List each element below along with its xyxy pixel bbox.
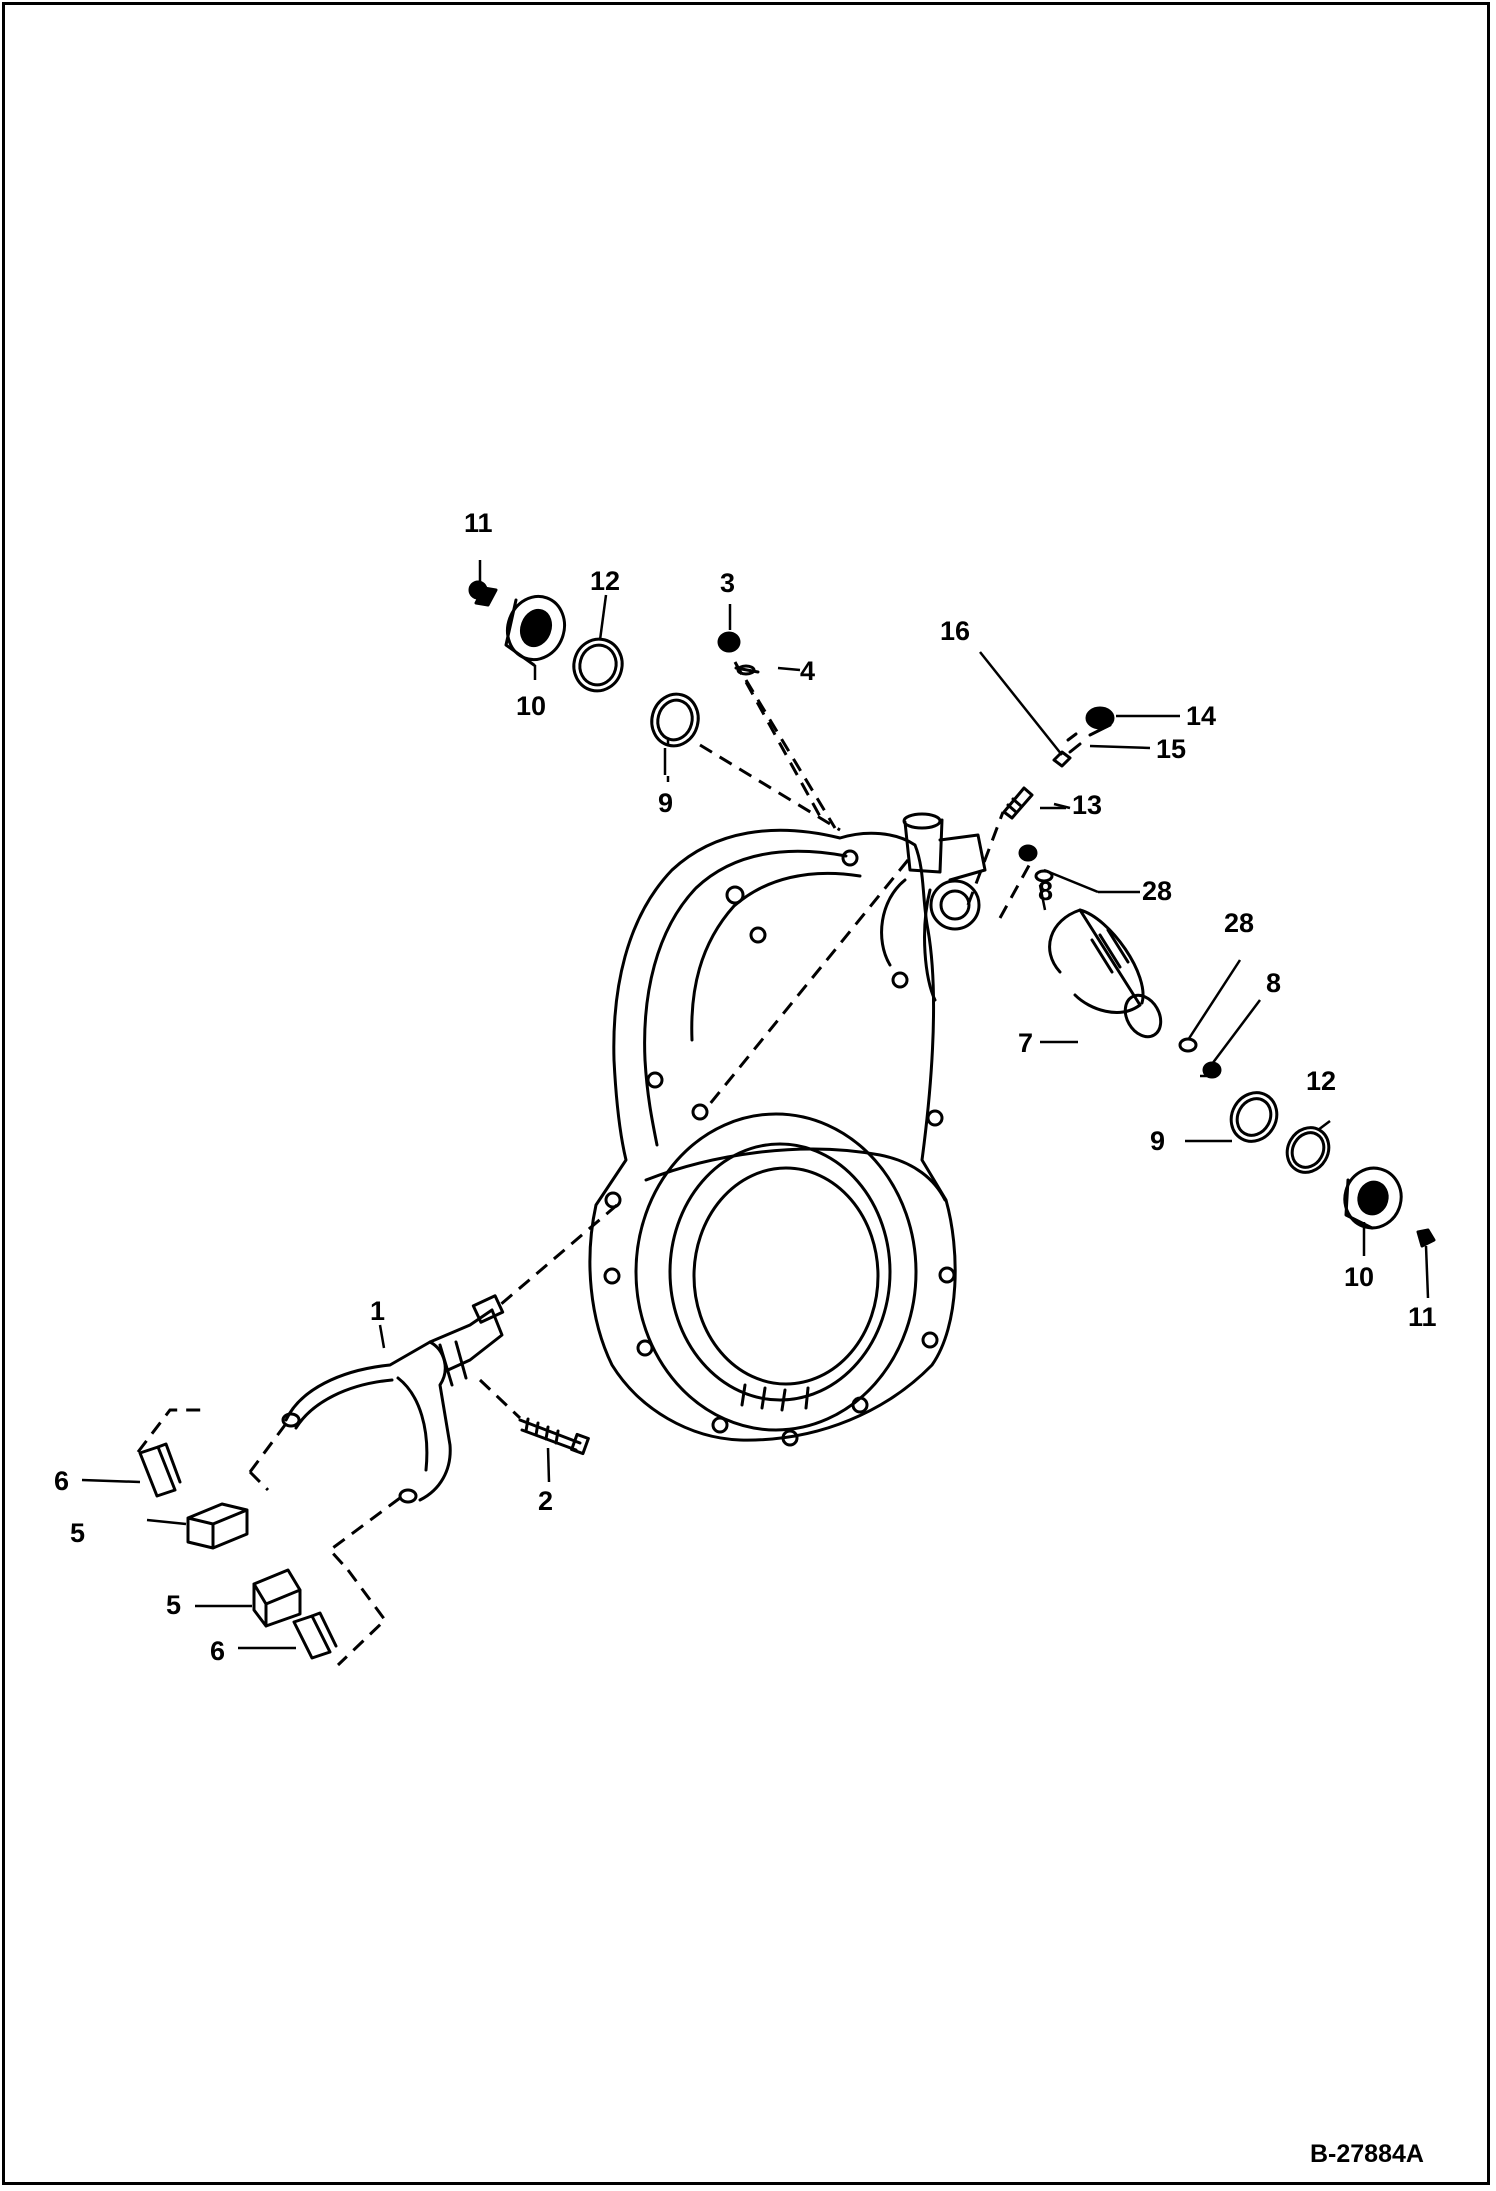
shift-fork bbox=[281, 1294, 505, 1504]
callout-15: 15 bbox=[1156, 734, 1186, 764]
callout-12b: 12 bbox=[1306, 1066, 1336, 1096]
callout-11a: 11 bbox=[464, 508, 493, 538]
lower-right-bearing-group bbox=[1229, 1091, 1436, 1248]
callout-6a: 6 bbox=[54, 1466, 69, 1496]
callout-28b: 28 bbox=[1224, 908, 1254, 938]
callout-16: 16 bbox=[940, 616, 970, 646]
callout-3: 3 bbox=[720, 568, 735, 598]
figure-number: B-27884A bbox=[1310, 2140, 1424, 2168]
callout-13: 13 bbox=[1072, 790, 1102, 820]
right-side-parts bbox=[1002, 706, 1222, 1079]
callout-12a: 12 bbox=[590, 566, 620, 596]
transmission-housing bbox=[588, 812, 987, 1447]
callout-14: 14 bbox=[1186, 701, 1216, 731]
callout-2: 2 bbox=[538, 1486, 553, 1516]
callout-6b: 6 bbox=[210, 1636, 225, 1666]
callout-5b: 5 bbox=[166, 1590, 181, 1620]
callout-10a: 10 bbox=[516, 691, 546, 721]
callout-8b: 8 bbox=[1266, 968, 1281, 998]
upper-bearing-group bbox=[468, 580, 700, 748]
callout-5a: 5 bbox=[70, 1518, 85, 1548]
callout-4: 4 bbox=[800, 656, 815, 686]
callout-9a: 9 bbox=[658, 788, 673, 818]
callout-labels: 1 2 3 4 5 5 6 6 7 8 8 9 9 10 10 11 11 12… bbox=[54, 508, 1437, 1666]
callout-10b: 10 bbox=[1344, 1262, 1374, 1292]
assembly-dashed-lines bbox=[136, 661, 1034, 1667]
callout-28a: 28 bbox=[1142, 876, 1172, 906]
callout-7: 7 bbox=[1018, 1028, 1033, 1058]
callout-8a: 8 bbox=[1038, 876, 1053, 906]
bolt-part-2 bbox=[518, 1417, 590, 1456]
callout-1: 1 bbox=[370, 1296, 385, 1326]
callout-9b: 9 bbox=[1150, 1126, 1165, 1156]
callout-11b: 11 bbox=[1408, 1302, 1437, 1332]
shift-shoes-and-pins bbox=[138, 1442, 338, 1660]
leader-lines bbox=[81, 560, 1430, 1650]
